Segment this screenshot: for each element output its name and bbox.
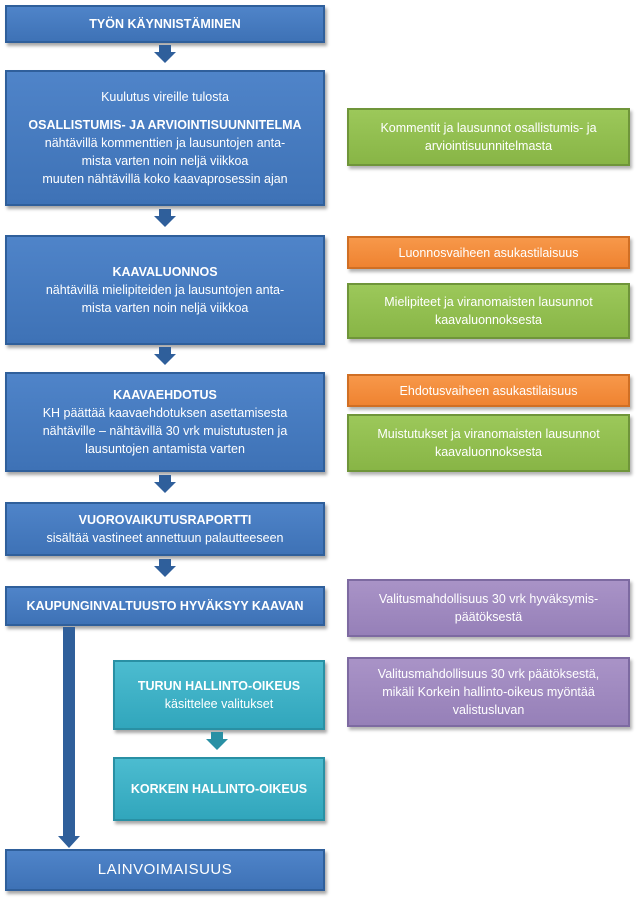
raportti-line1: sisältää vastineet annettuun palautteese…: [46, 531, 284, 545]
luonnos-line1: nähtävillä mielipiteiden ja lausuntojen …: [45, 283, 285, 297]
valtuusto-label: KAUPUNGINVALTUUSTO HYVÄKSYY KAAVAN: [26, 599, 304, 613]
valitus1-line2: päätöksestä: [454, 610, 523, 624]
mielipiteet-line1: Mielipiteet ja viranomaisten lausunnot: [384, 295, 593, 309]
muistutukset-box: Muistutukset ja viranomaisten lausunnot …: [347, 414, 630, 472]
valitus1-box: Valitusmahdollisuus 30 vrk hyväksymis- p…: [347, 579, 630, 637]
ehdotusvaihe-label: Ehdotusvaiheen asukastilaisuus: [399, 383, 578, 398]
korkein-label: KORKEIN HALLINTO-OIKEUS: [130, 782, 308, 796]
arrow-6: [206, 732, 228, 750]
ehdotus-line3: lausuntojen antamista varten: [85, 442, 245, 456]
oas-title: OSALLISTUMIS- JA ARVIOINTISUUNNITELMA: [28, 118, 302, 132]
end-box: LAINVOIMAISUUS: [5, 849, 325, 891]
valtuusto-box: KAUPUNGINVALTUUSTO HYVÄKSYY KAAVAN: [5, 586, 325, 626]
oas-line4: muuten nähtävillä koko kaavaprosessin aj…: [42, 172, 288, 186]
luonnos-line2: mista varten noin neljä viikkoa: [81, 301, 249, 315]
muistutukset-line1: Muistutukset ja viranomaisten lausunnot: [377, 427, 600, 441]
valitus1-line1: Valitusmahdollisuus 30 vrk hyväksymis-: [378, 592, 599, 606]
kommentit-line1: Kommentit ja lausunnot osallistumis- ja: [380, 121, 597, 135]
raportti-title: VUOROVAIKUTUSRAPORTTI: [78, 513, 252, 527]
luonnosvaihe-box: Luonnosvaiheen asukastilaisuus: [347, 236, 630, 269]
korkein-box: KORKEIN HALLINTO-OIKEUS: [113, 757, 325, 821]
arrow-3: [154, 347, 176, 365]
arrow-5: [154, 559, 176, 577]
oas-line2: nähtävillä kommenttien ja lausuntojen an…: [44, 136, 286, 150]
arrow-2: [154, 209, 176, 227]
luonnos-box: KAAVALUONNOS nähtävillä mielipiteiden ja…: [5, 235, 325, 345]
start-label: TYÖN KÄYNNISTÄMINEN: [89, 17, 241, 31]
luonnos-title: KAAVALUONNOS: [112, 265, 218, 279]
end-label: LAINVOIMAISUUS: [97, 861, 233, 878]
oas-line3: mista varten noin neljä viikkoa: [81, 154, 249, 168]
ehdotus-line2: nähtäville – nähtävillä 30 vrk muistutus…: [42, 424, 288, 438]
ehdotusvaihe-box: Ehdotusvaiheen asukastilaisuus: [347, 374, 630, 407]
start-box: TYÖN KÄYNNISTÄMINEN: [5, 5, 325, 43]
kommentit-box: Kommentit ja lausunnot osallistumis- ja …: [347, 108, 630, 166]
bypass-arrow-head: [58, 836, 80, 848]
arrow-4: [154, 475, 176, 493]
oas-box: Kuulutus vireille tulosta OSALLISTUMIS- …: [5, 70, 325, 206]
kommentit-line2: arviointisuunnitelmasta: [424, 139, 553, 153]
oas-line1: Kuulutus vireille tulosta: [101, 90, 229, 104]
raportti-box: VUOROVAIKUTUSRAPORTTI sisältää vastineet…: [5, 502, 325, 556]
ehdotus-line1: KH päättää kaavaehdotuksen asettamisesta: [42, 406, 288, 420]
bypass-arrow-line: [63, 627, 75, 837]
hallinto-line1: käsittelee valitukset: [164, 697, 274, 711]
mielipiteet-box: Mielipiteet ja viranomaisten lausunnot k…: [347, 283, 630, 339]
valitus2-box: Valitusmahdollisuus 30 vrk päätöksestä, …: [347, 657, 630, 727]
arrow-1: [154, 45, 176, 63]
hallinto-title: TURUN HALLINTO-OIKEUS: [137, 679, 301, 693]
ehdotus-box: KAAVAEHDOTUS KH päättää kaavaehdotuksen …: [5, 372, 325, 472]
hallinto-box: TURUN HALLINTO-OIKEUS käsittelee valituk…: [113, 660, 325, 730]
ehdotus-title: KAAVAEHDOTUS: [113, 388, 217, 402]
valitus2-line1: Valitusmahdollisuus 30 vrk päätöksestä,: [377, 667, 600, 681]
muistutukset-line2: kaavaluonnoksesta: [434, 445, 543, 459]
valitus2-line2: mikäli Korkein hallinto-oikeus myöntää: [382, 685, 595, 699]
valitus2-line3: valistusluvan: [452, 703, 525, 717]
mielipiteet-line2: kaavaluonnoksesta: [434, 313, 543, 327]
luonnosvaihe-label: Luonnosvaiheen asukastilaisuus: [398, 245, 579, 260]
